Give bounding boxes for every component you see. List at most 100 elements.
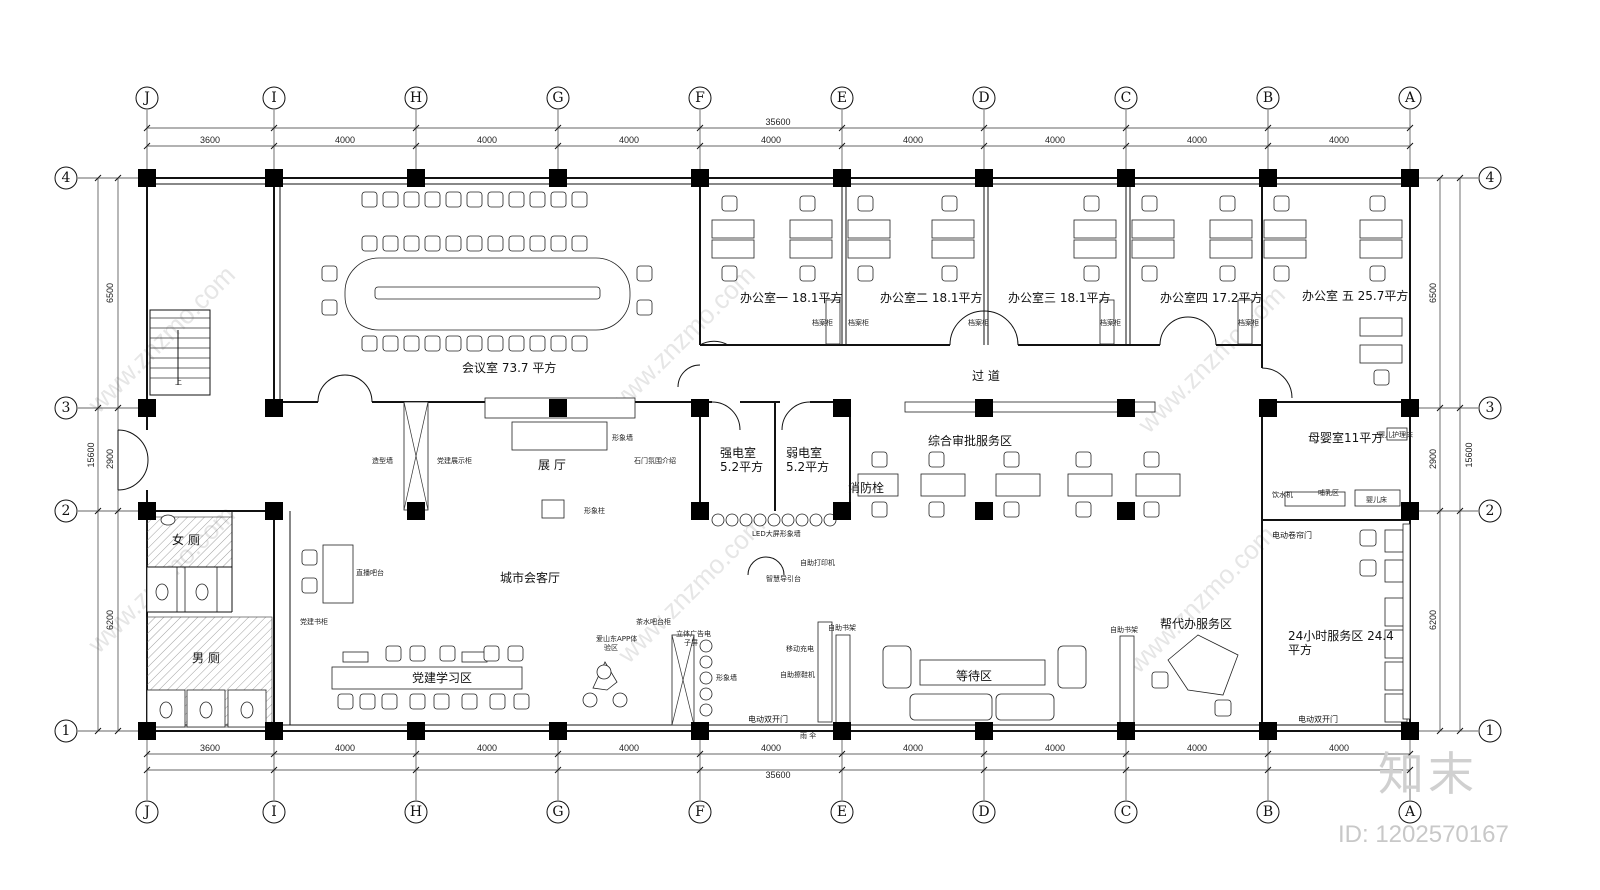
office-chair <box>721 265 738 282</box>
led-panel <box>795 513 809 527</box>
dim-bottom-2: 4000 <box>335 743 355 753</box>
office-chair <box>1219 195 1236 212</box>
chair <box>381 693 398 710</box>
file-cabinet <box>1237 299 1253 345</box>
file-cabinet-label: 档案柜 <box>1100 318 1121 327</box>
office-desk <box>1131 219 1175 239</box>
office-5-label: 办公室 五 25.7平方 <box>1302 288 1408 303</box>
chair <box>489 693 506 710</box>
column <box>138 169 156 187</box>
dim-top-8: 4000 <box>1187 135 1207 145</box>
chair <box>433 693 450 710</box>
office-chair <box>1083 195 1100 212</box>
office-desk <box>1359 344 1403 364</box>
office-chair <box>799 265 816 282</box>
shoe-machine-label: 自助擦鞋机 <box>780 670 815 679</box>
column <box>407 502 425 520</box>
strong-elec-area: 5.2平方 <box>720 459 763 474</box>
strong-elec-label: 强电室 <box>720 445 756 460</box>
office-chair <box>1373 369 1390 386</box>
office-desk <box>847 219 891 239</box>
column <box>1401 502 1419 520</box>
ad-screen-label-2: 子屏 <box>684 639 698 647</box>
self-shelf-label: 自助书架 <box>828 623 856 632</box>
column <box>833 169 851 187</box>
machine-rail <box>1402 523 1411 720</box>
column <box>975 399 993 417</box>
axis-C-bottom: C <box>1121 804 1132 820</box>
chair <box>483 645 500 662</box>
column <box>1117 722 1135 740</box>
office-desk <box>789 219 833 239</box>
service-counter <box>857 473 899 497</box>
chair <box>487 191 504 208</box>
chair <box>550 235 567 252</box>
file-cabinet-label: 档案柜 <box>812 318 833 327</box>
office-desk <box>1073 239 1117 259</box>
axis-C-top: C <box>1121 90 1132 106</box>
image-wall-label-2: 形象墙 <box>716 673 737 682</box>
dim-bottom-4: 4000 <box>619 743 639 753</box>
stool <box>596 664 612 680</box>
kiosk <box>1384 529 1404 553</box>
chair <box>466 235 483 252</box>
waiting-area-label: 等待区 <box>956 669 992 683</box>
self-service-machines <box>1359 523 1411 723</box>
baby-care-label: 婴儿护理床 <box>1378 430 1413 439</box>
office-desk <box>1131 239 1175 259</box>
chair <box>439 645 456 662</box>
service-counter <box>920 473 966 497</box>
led-panel <box>711 513 725 527</box>
visitor-chair <box>1003 501 1020 518</box>
column <box>691 399 709 417</box>
dim-total-top: 35600 <box>765 117 790 127</box>
dimension-ticks <box>94 124 1464 774</box>
office-chair <box>1219 265 1236 282</box>
office-chair <box>1141 195 1158 212</box>
axis-E-top: E <box>837 90 847 106</box>
column <box>975 502 993 520</box>
led-panel <box>739 513 753 527</box>
file-cabinet-label: 档案柜 <box>968 318 989 327</box>
dim-left-total: 15600 <box>86 442 96 467</box>
app-zone-label-2: 验区 <box>604 643 618 652</box>
led-panel <box>725 513 739 527</box>
party-study-label: 党建学习区 <box>412 670 472 685</box>
chair <box>424 191 441 208</box>
column <box>833 502 851 520</box>
dimension-lines <box>97 127 1461 771</box>
column <box>833 399 851 417</box>
column <box>1401 722 1419 740</box>
women-toilet-label: 女 厕 <box>172 532 200 547</box>
axis-J-bottom: J <box>142 804 150 820</box>
column <box>1117 399 1135 417</box>
office-chair <box>1273 195 1290 212</box>
chair <box>301 549 318 566</box>
chair <box>445 191 462 208</box>
agency-zone-label: 帮代办服务区 <box>1160 616 1232 631</box>
stool <box>582 692 598 708</box>
office-chair <box>857 265 874 282</box>
visitor-chair <box>871 501 888 518</box>
meeting-table-group <box>344 257 631 331</box>
chair <box>445 235 462 252</box>
chair <box>550 335 567 352</box>
led-wall-label: LED大屏形象墙 <box>752 529 801 538</box>
umbrella-label: 雨 伞 <box>800 731 816 740</box>
chair <box>337 693 354 710</box>
column <box>691 722 709 740</box>
chair <box>571 191 588 208</box>
office-desk <box>931 219 975 239</box>
dim-top-3: 4000 <box>477 135 497 145</box>
office-chair <box>1141 265 1158 282</box>
chair <box>513 693 530 710</box>
office-chair <box>1083 265 1100 282</box>
waiting-sofas <box>817 621 1135 727</box>
axis-I-bottom: I <box>271 804 277 820</box>
axis-1-left: 1 <box>62 723 71 739</box>
chair <box>529 235 546 252</box>
image-id-watermark: ID: 1202570167 <box>1338 821 1509 848</box>
office-chair <box>1369 195 1386 212</box>
mother-room-furniture <box>1284 427 1408 507</box>
